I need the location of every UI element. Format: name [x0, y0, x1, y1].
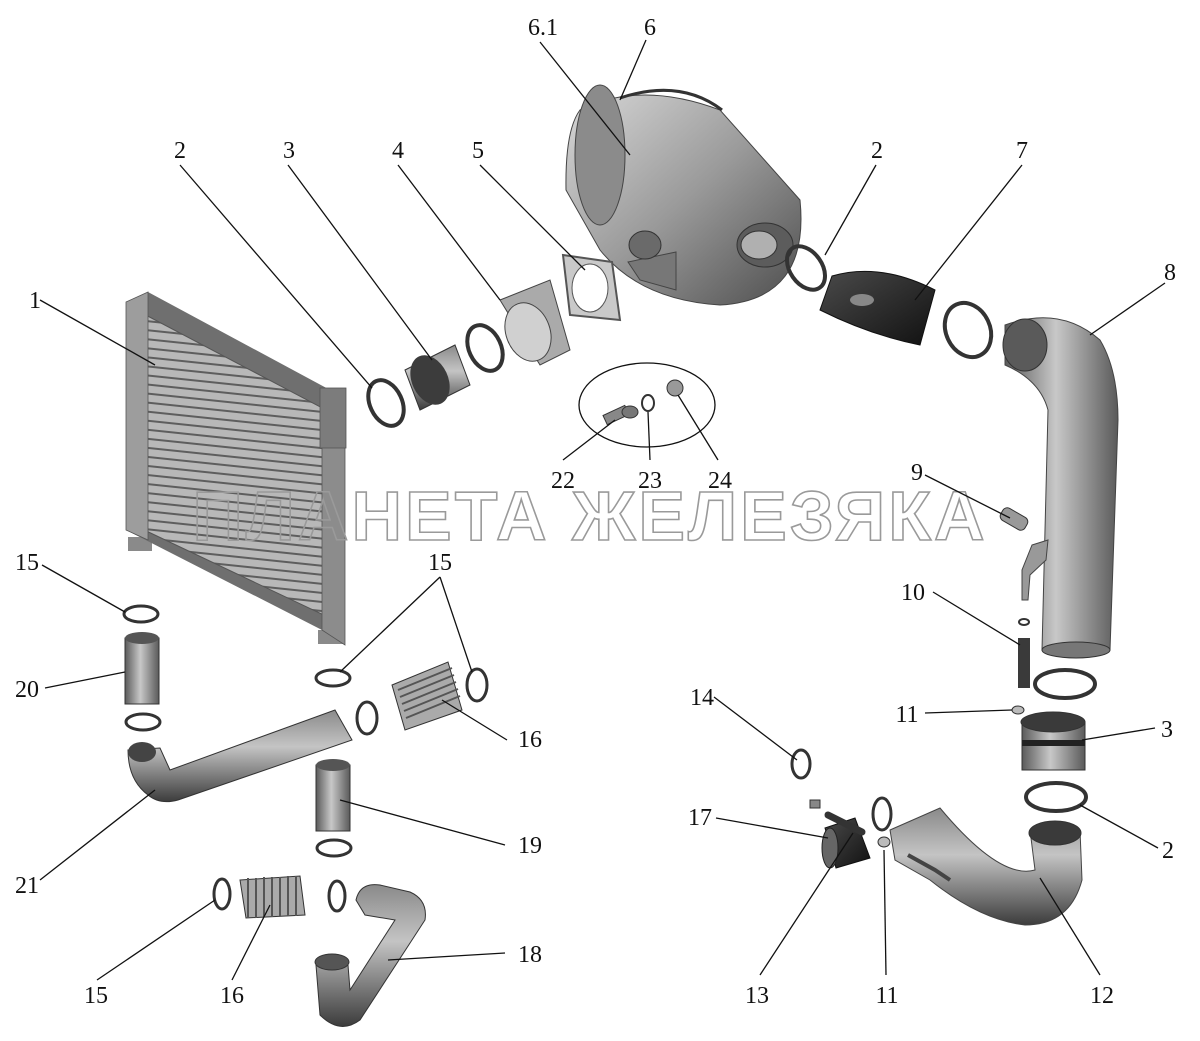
elbow-pipe-12	[889, 807, 1083, 926]
callout-8: 8	[1164, 260, 1176, 286]
corrugated-hose-16	[239, 661, 463, 919]
callout-2-right: 2	[1162, 838, 1174, 864]
rod-13	[809, 799, 866, 836]
elbow-pipe-8	[1002, 317, 1119, 659]
flange-adapter-4	[499, 279, 571, 366]
callout-2-left: 2	[174, 138, 186, 164]
tube-10	[1018, 618, 1030, 688]
hose-19	[315, 759, 351, 832]
hose-20	[124, 632, 160, 705]
callout-22: 22	[551, 468, 575, 494]
callout-18: 18	[518, 942, 542, 968]
callout-labels: 6.1 6 2 3 4 5 2 7 1 8 22 23 24 9 15 15 1…	[15, 15, 1176, 1009]
pipe-18	[314, 884, 426, 1027]
callout-11-lower: 11	[875, 983, 898, 1009]
callout-10: 10	[901, 580, 925, 606]
callout-4: 4	[392, 138, 404, 164]
callout-9: 9	[911, 460, 923, 486]
leader-lines	[39, 39, 1166, 981]
callout-16-lower: 16	[220, 983, 244, 1009]
callout-6.1: 6.1	[528, 15, 558, 41]
clamps-left	[122, 604, 489, 913]
callout-7: 7	[1016, 138, 1028, 164]
fitting-9	[999, 507, 1049, 601]
intercooler-radiator	[125, 291, 347, 646]
callout-15-bottom: 15	[84, 983, 108, 1009]
callout-5: 5	[472, 138, 484, 164]
clamp-ring-2	[784, 244, 994, 360]
callout-15-top-left: 15	[15, 550, 39, 576]
callout-12: 12	[1090, 983, 1114, 1009]
ring-11	[877, 705, 1025, 848]
callout-13: 13	[745, 983, 769, 1009]
pipe-connector-3	[404, 344, 471, 411]
callout-15-center: 15	[428, 550, 452, 576]
callout-11-upper: 11	[895, 702, 918, 728]
pipe-connector-3-right	[1020, 711, 1086, 771]
callout-14: 14	[690, 685, 714, 711]
callout-1: 1	[29, 288, 41, 314]
clamp-ring-right	[1024, 668, 1097, 813]
callout-6: 6	[644, 15, 656, 41]
callout-20: 20	[15, 677, 39, 703]
fastener-group	[578, 362, 716, 448]
pipe-21	[127, 709, 353, 803]
watermark-text: ПЛАНЕТА ЖЕЛЕЗЯКА	[192, 477, 987, 555]
callout-3-left: 3	[283, 138, 295, 164]
callout-16-upper: 16	[518, 727, 542, 753]
callout-21: 21	[15, 873, 39, 899]
clamp-ring-upper-left	[366, 323, 505, 428]
callout-3-right: 3	[1161, 717, 1173, 743]
callout-23: 23	[638, 468, 662, 494]
callout-24: 24	[708, 468, 732, 494]
gasket-5	[561, 253, 622, 322]
callout-19: 19	[518, 833, 542, 859]
clamp-14	[790, 748, 893, 832]
callout-2-top: 2	[871, 138, 883, 164]
callout-17: 17	[688, 805, 712, 831]
rubber-hose-7	[819, 270, 936, 346]
